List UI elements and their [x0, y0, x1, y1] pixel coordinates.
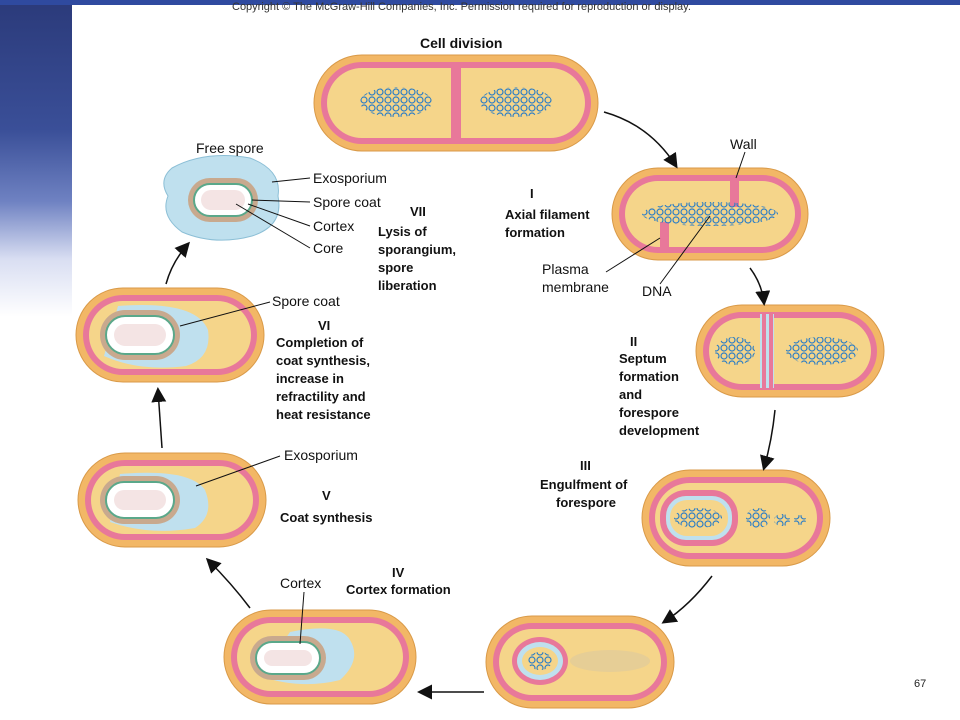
dna-strand-icon	[480, 87, 552, 117]
dna-strand-icon	[715, 337, 755, 365]
svg-text:forespore: forespore	[619, 405, 679, 420]
stage-2-label: II Septum formation and forespore develo…	[619, 334, 700, 438]
dna-strand-icon	[746, 508, 770, 528]
dna-strand-icon	[528, 652, 552, 670]
spore-coat-label: Spore coat	[313, 194, 381, 210]
arrow-icon	[165, 241, 190, 285]
stage-5-cell	[77, 452, 267, 548]
svg-text:II: II	[630, 334, 637, 349]
dna-strand-icon	[360, 87, 432, 117]
free-spore	[163, 155, 280, 241]
stage-title-cell-division: Cell division	[420, 35, 502, 51]
stage-1-label: I Axial filament formation	[505, 186, 590, 240]
arrow-icon	[151, 387, 167, 449]
core-label: Core	[313, 240, 344, 256]
svg-text:formation: formation	[619, 369, 679, 384]
exosporium-label-v: Exosporium	[284, 447, 358, 463]
free-spore-label: Free spore	[196, 140, 264, 156]
exosporium-label: Exosporium	[313, 170, 387, 186]
plasma-membrane-label-line1: Plasma	[542, 261, 589, 277]
dna-strand-icon	[674, 508, 722, 528]
svg-text:Lysis of: Lysis of	[378, 224, 427, 239]
dna-label: DNA	[642, 283, 672, 299]
cell-division-cell	[313, 54, 599, 152]
svg-text:IV: IV	[392, 565, 405, 580]
dna-strand-icon	[642, 202, 778, 226]
svg-text:Completion of: Completion of	[276, 335, 364, 350]
stage-3-cell	[641, 469, 831, 567]
dna-strand-icon	[786, 337, 858, 365]
svg-text:Septum: Septum	[619, 351, 667, 366]
arrow-icon	[603, 111, 678, 169]
arrow-icon	[661, 575, 713, 624]
svg-text:Cortex formation: Cortex formation	[346, 582, 451, 597]
arrow-icon	[760, 409, 776, 471]
dna-strand-icon	[794, 515, 806, 525]
stage-4-cell	[223, 609, 417, 705]
svg-text:development: development	[619, 423, 700, 438]
arrow-icon	[205, 557, 251, 609]
stage-6-label: VI Completion of coat synthesis, increas…	[276, 318, 371, 422]
svg-text:V: V	[322, 488, 331, 503]
svg-text:heat resistance: heat resistance	[276, 407, 371, 422]
stage-5-label: V Coat synthesis	[280, 488, 372, 525]
degrading-dna-icon	[570, 650, 650, 672]
svg-text:formation: formation	[505, 225, 565, 240]
svg-text:III: III	[580, 458, 591, 473]
svg-text:I: I	[530, 186, 534, 201]
cortex-label: Cortex	[313, 218, 354, 234]
stage-3-label: III Engulfment of forespore	[540, 458, 628, 510]
svg-text:and: and	[619, 387, 642, 402]
svg-text:spore: spore	[378, 260, 413, 275]
dna-strand-icon	[774, 514, 790, 526]
svg-text:refractility and: refractility and	[276, 389, 366, 404]
svg-text:increase in: increase in	[276, 371, 344, 386]
svg-text:sporangium,: sporangium,	[378, 242, 456, 257]
copyright-notice: Copyright © The McGraw-Hill Companies, I…	[232, 1, 691, 13]
slide-top-bar	[0, 0, 960, 5]
svg-text:forespore: forespore	[556, 495, 616, 510]
stage-6-cell	[75, 287, 265, 383]
stage-1-cell	[611, 167, 809, 261]
svg-text:VII: VII	[410, 204, 426, 219]
spore-coat-label-vi: Spore coat	[272, 293, 340, 309]
cycle-arrows	[151, 111, 776, 700]
svg-text:Engulfment of: Engulfment of	[540, 477, 628, 492]
plasma-membrane-label-line2: membrane	[542, 279, 609, 295]
stage-4a-cell	[485, 615, 675, 709]
stage-4-label: IV Cortex formation	[346, 565, 451, 597]
slide-sidebar	[0, 0, 72, 720]
stage-7-label: VII Lysis of sporangium, spore liberatio…	[378, 204, 456, 293]
leader-lines	[179, 151, 746, 645]
svg-text:liberation: liberation	[378, 278, 437, 293]
page-number: 67	[914, 678, 927, 690]
svg-text:Coat synthesis: Coat synthesis	[280, 510, 372, 525]
stage-2-cell	[695, 304, 885, 398]
wall-label: Wall	[730, 136, 757, 152]
svg-text:coat synthesis,: coat synthesis,	[276, 353, 370, 368]
svg-text:VI: VI	[318, 318, 330, 333]
cortex-label-iv: Cortex	[280, 575, 321, 591]
svg-text:Axial filament: Axial filament	[505, 207, 590, 222]
arrow-icon	[749, 267, 771, 306]
